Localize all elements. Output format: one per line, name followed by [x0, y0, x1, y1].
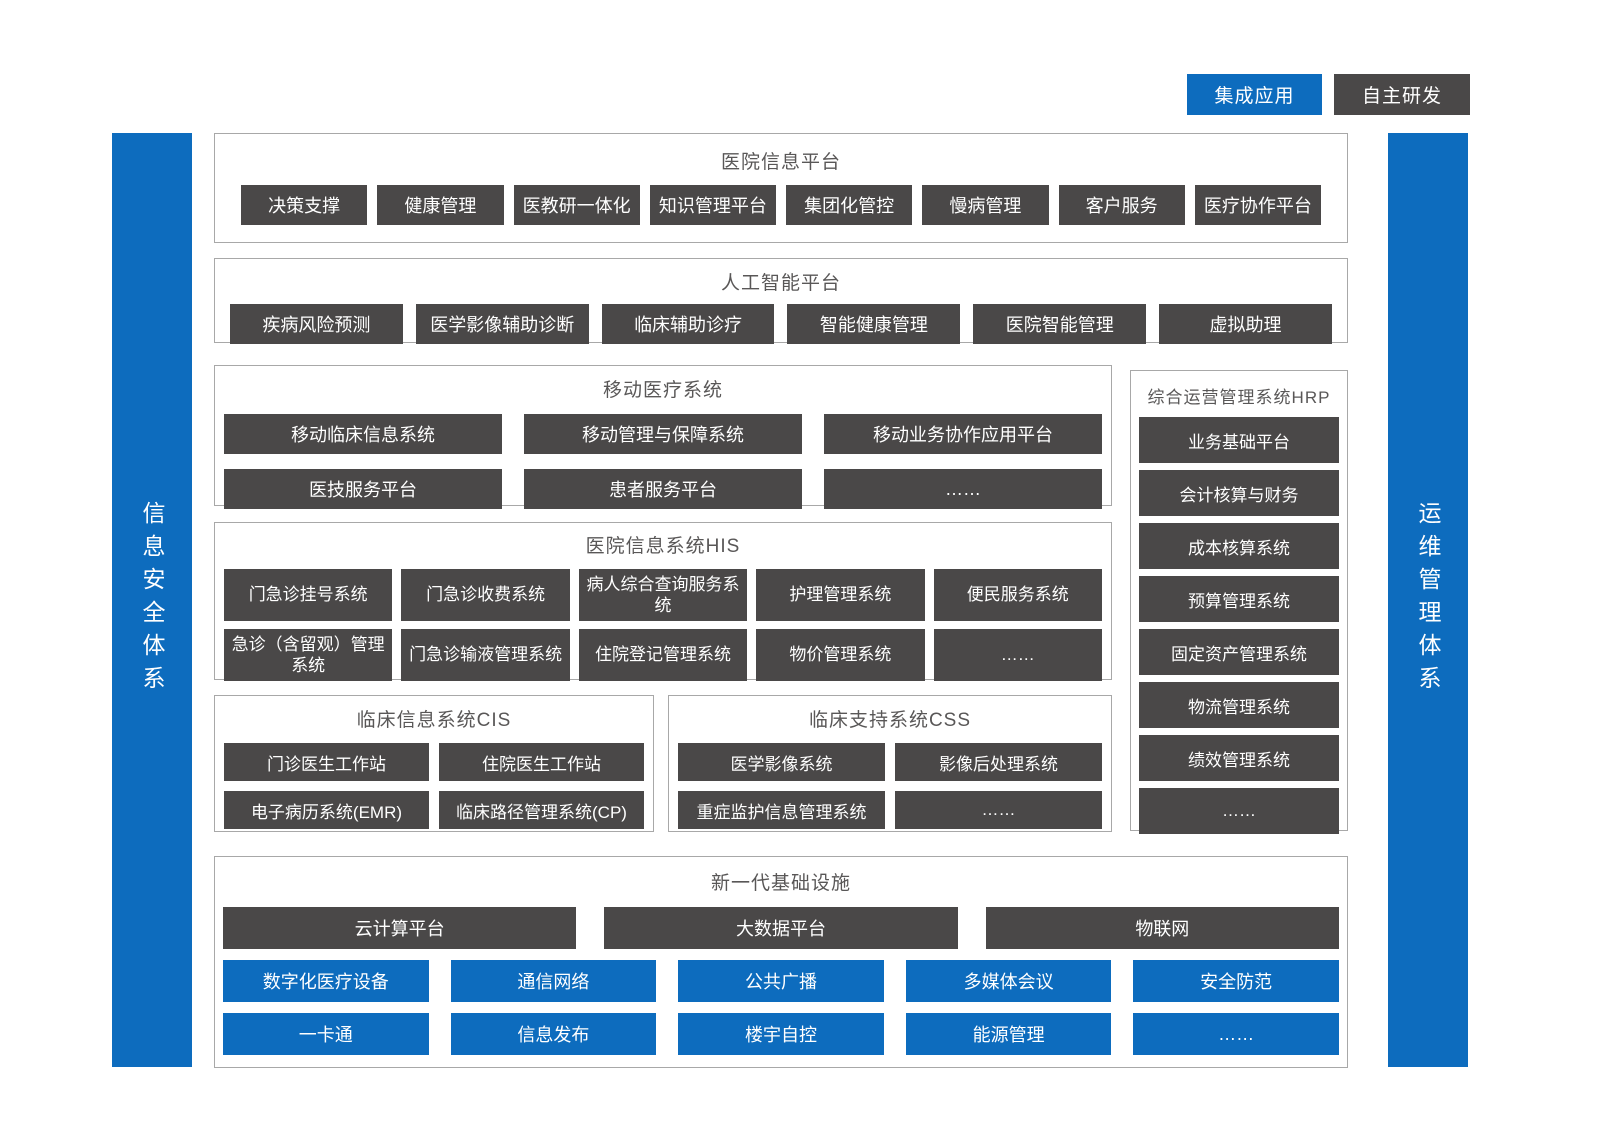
section-hospital-information-system-his: 医院信息系统HIS 门急诊挂号系统 门急诊收费系统 病人综合查询服务系统 护理管…: [214, 522, 1112, 681]
diagram-node: 护理管理系统: [756, 569, 925, 621]
section-title: 综合运营管理系统HRP: [1147, 388, 1331, 407]
diagram-node: 决策支撑: [241, 185, 368, 225]
diagram-node-ellipsis: ……: [895, 791, 1102, 829]
section-title: 临床信息系统CIS: [356, 710, 512, 731]
node-row-integrated-2: 一卡通 信息发布 楼宇自控 能源管理 ……: [215, 1013, 1347, 1055]
diagram-node: 临床路径管理系统(CP): [439, 791, 644, 829]
diagram-node: 集团化管控: [786, 185, 913, 225]
diagram-node: 门诊医生工作站: [224, 743, 429, 781]
diagram-node: 一卡通: [223, 1013, 429, 1055]
diagram-node: 便民服务系统: [933, 569, 1102, 621]
diagram-node: 医疗协作平台: [1194, 185, 1321, 225]
diagram-node: 大数据平台: [604, 907, 958, 949]
diagram-node: 医学影像系统: [678, 743, 885, 781]
section-title: 医院信息平台: [720, 152, 841, 173]
diagram-node: 能源管理: [905, 1013, 1112, 1055]
diagram-node: 楼宇自控: [678, 1013, 884, 1055]
diagram-node: 物联网: [985, 907, 1339, 949]
diagram-node: 移动管理与保障系统: [524, 414, 802, 454]
diagram-node-ellipsis: ……: [933, 629, 1102, 681]
section-title: 移动医疗系统: [602, 380, 723, 401]
section-new-generation-infrastructure: 新一代基础设施 云计算平台 大数据平台 物联网 数字化医疗设备 通信网络 公共广…: [214, 856, 1348, 1068]
diagram-node-ellipsis: ……: [824, 469, 1102, 509]
diagram-node: 患者服务平台: [524, 469, 802, 509]
diagram-node: 绩效管理系统: [1139, 735, 1339, 781]
diagram-node: 急诊（含留观）管理系统: [224, 629, 393, 681]
diagram-node: 医学影像辅助诊断: [415, 304, 589, 344]
diagram-node-ellipsis: ……: [1139, 788, 1339, 834]
diagram-node: 医教研一体化: [513, 185, 640, 225]
node-row-platforms: 云计算平台 大数据平台 物联网: [215, 907, 1347, 949]
node-grid: 门诊医生工作站 住院医生工作站 电子病历系统(EMR) 临床路径管理系统(CP): [215, 743, 653, 829]
diagram-node: 住院登记管理系统: [578, 629, 748, 681]
diagram-node: 疾病风险预测: [230, 304, 403, 344]
diagram-node: 会计核算与财务: [1139, 470, 1339, 516]
diagram-node: 安全防范: [1133, 960, 1339, 1002]
node-grid: 移动临床信息系统 移动管理与保障系统 移动业务协作应用平台 医技服务平台 患者服…: [215, 414, 1111, 509]
legend-self-developed: 自主研发: [1334, 74, 1470, 115]
diagram-node-ellipsis: ……: [1133, 1013, 1339, 1055]
section-ai-platform: 人工智能平台 疾病风险预测 医学影像辅助诊断 临床辅助诊疗 智能健康管理 医院智…: [214, 258, 1348, 344]
diagram-node: 临床辅助诊疗: [601, 304, 775, 344]
sidebar-right-label: 运维管理体系: [1415, 501, 1441, 699]
node-stack: 业务基础平台 会计核算与财务 成本核算系统 预算管理系统 固定资产管理系统 物流…: [1131, 417, 1347, 834]
diagram-node: 门急诊收费系统: [401, 569, 570, 621]
sidebar-information-security-system: 信息安全体系: [112, 133, 192, 1067]
section-title: 人工智能平台: [720, 273, 841, 294]
diagram-node: 门急诊挂号系统: [224, 569, 393, 621]
diagram-node: 移动业务协作应用平台: [824, 414, 1102, 454]
node-row: 决策支撑 健康管理 医教研一体化 知识管理平台 集团化管控 慢病管理 客户服务 …: [215, 185, 1347, 225]
node-row: 疾病风险预测 医学影像辅助诊断 临床辅助诊疗 智能健康管理 医院智能管理 虚拟助…: [215, 304, 1347, 344]
diagram-node: 病人综合查询服务系统: [578, 569, 748, 621]
section-hospital-information-platform: 医院信息平台 决策支撑 健康管理 医教研一体化 知识管理平台 集团化管控 慢病管…: [214, 133, 1348, 243]
diagram-node: 知识管理平台: [649, 185, 776, 225]
diagram-node: 成本核算系统: [1139, 523, 1339, 569]
section-hrp-operations-management: 综合运营管理系统HRP 业务基础平台 会计核算与财务 成本核算系统 预算管理系统…: [1130, 370, 1348, 834]
diagram-node: 预算管理系统: [1139, 576, 1339, 622]
diagram-node: 虚拟助理: [1159, 304, 1332, 344]
section-clinical-support-system-css: 临床支持系统CSS 医学影像系统 影像后处理系统 重症监护信息管理系统 ……: [668, 695, 1112, 832]
diagram-node: 业务基础平台: [1139, 417, 1339, 463]
diagram-node: 通信网络: [450, 960, 657, 1002]
diagram-node: 移动临床信息系统: [224, 414, 502, 454]
section-title: 临床支持系统CSS: [808, 710, 972, 731]
diagram-node: 电子病历系统(EMR): [224, 791, 429, 829]
legend-integrated-application: 集成应用: [1187, 74, 1322, 115]
diagram-node: 数字化医疗设备: [223, 960, 429, 1002]
diagram-node: 物价管理系统: [756, 629, 925, 681]
diagram-node: 客户服务: [1058, 185, 1185, 225]
diagram-node: 医院智能管理: [973, 304, 1147, 344]
diagram-node: 重症监护信息管理系统: [678, 791, 885, 829]
section-title: 医院信息系统HIS: [585, 536, 741, 557]
diagram-node: 慢病管理: [922, 185, 1049, 225]
diagram-node: 云计算平台: [223, 907, 577, 949]
diagram-node: 住院医生工作站: [439, 743, 644, 781]
sidebar-operations-management-system: 运维管理体系: [1388, 133, 1468, 1067]
node-row-integrated-1: 数字化医疗设备 通信网络 公共广播 多媒体会议 安全防范: [215, 960, 1347, 1002]
diagram-node: 公共广播: [678, 960, 884, 1002]
node-grid: 门急诊挂号系统 门急诊收费系统 病人综合查询服务系统 护理管理系统 便民服务系统…: [215, 569, 1111, 681]
diagram-node: 固定资产管理系统: [1139, 629, 1339, 675]
node-grid: 医学影像系统 影像后处理系统 重症监护信息管理系统 ……: [669, 743, 1111, 829]
sidebar-left-label: 信息安全体系: [139, 501, 165, 699]
section-clinical-information-system-cis: 临床信息系统CIS 门诊医生工作站 住院医生工作站 电子病历系统(EMR) 临床…: [214, 695, 654, 832]
diagram-node: 物流管理系统: [1139, 682, 1339, 728]
section-mobile-medical-system: 移动医疗系统 移动临床信息系统 移动管理与保障系统 移动业务协作应用平台 医技服…: [214, 365, 1112, 509]
diagram-node: 健康管理: [377, 185, 504, 225]
diagram-node: 智能健康管理: [787, 304, 961, 344]
section-title: 新一代基础设施: [710, 873, 851, 894]
diagram-node: 医技服务平台: [224, 469, 502, 509]
diagram-node: 信息发布: [450, 1013, 657, 1055]
diagram-node: 多媒体会议: [905, 960, 1112, 1002]
diagram-node: 门急诊输液管理系统: [401, 629, 570, 681]
diagram-node: 影像后处理系统: [895, 743, 1102, 781]
